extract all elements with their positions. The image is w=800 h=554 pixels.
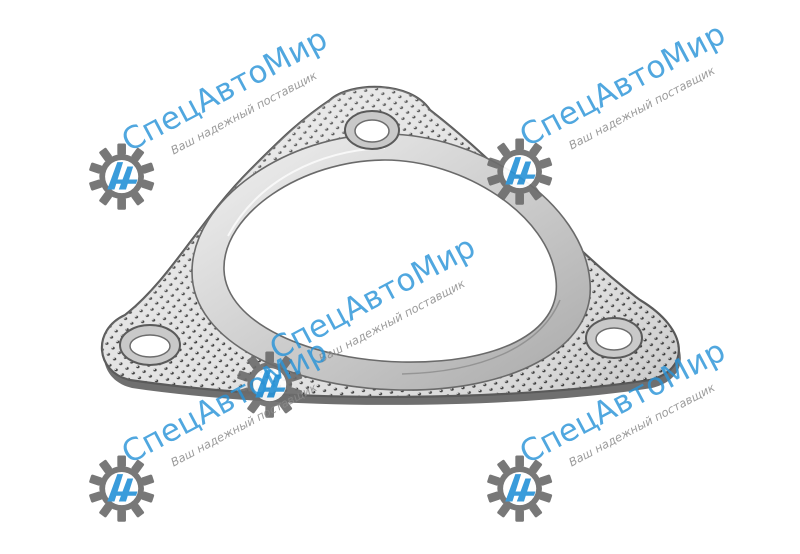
gasket-fire-ring (191, 133, 591, 391)
bolt-hole-top (344, 110, 400, 150)
gasket-bolt-holes (119, 110, 643, 366)
bolt-hole-right (585, 317, 643, 359)
bolt-hole-left (119, 324, 181, 366)
